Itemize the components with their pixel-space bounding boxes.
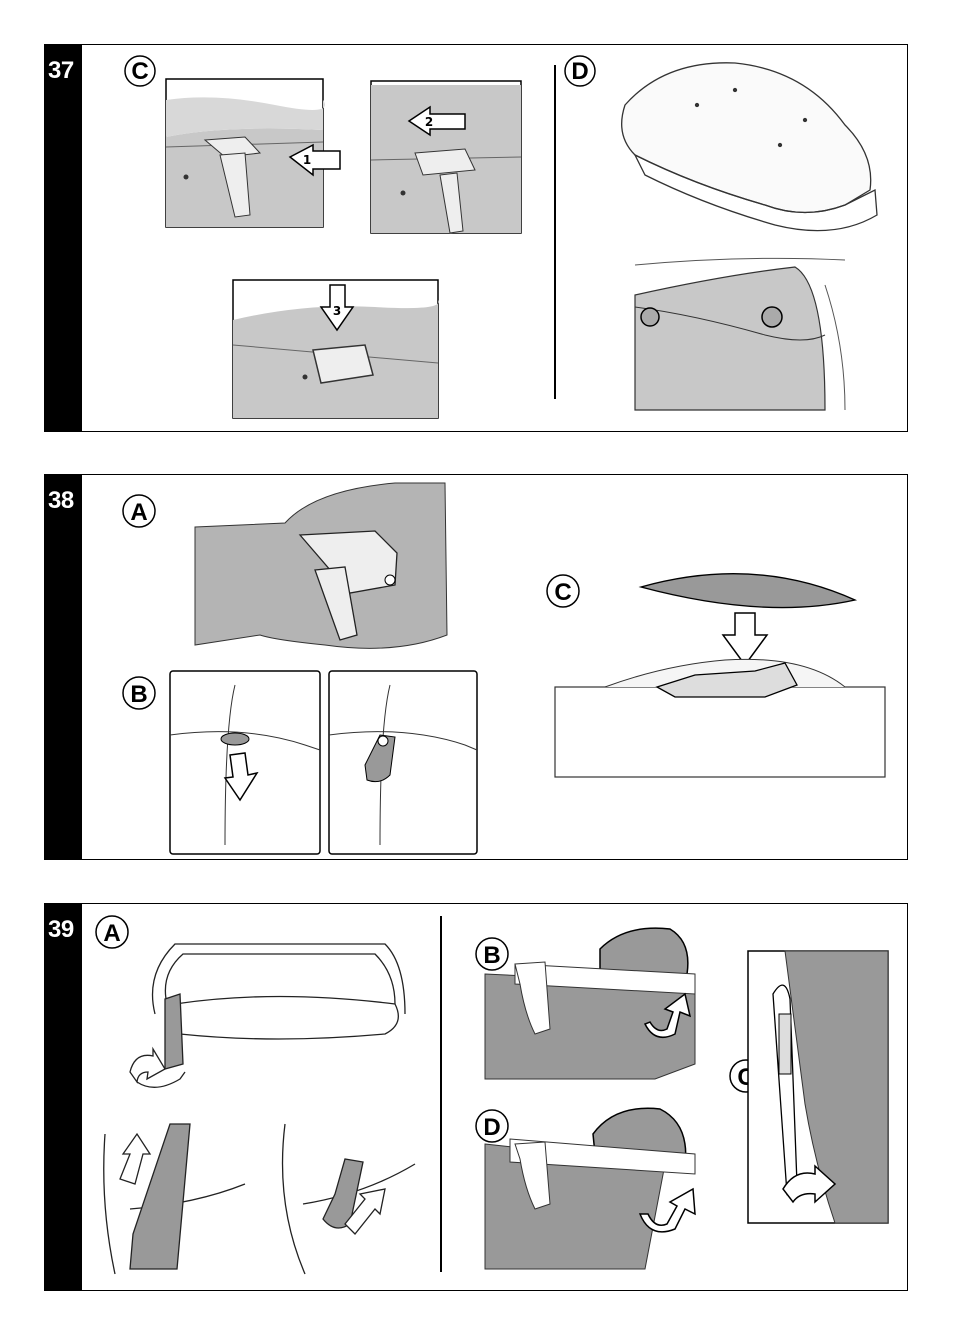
frame-a-top: [130, 944, 405, 1087]
frame-a: [195, 483, 447, 648]
frame-d: [485, 1108, 695, 1269]
label-b: B: [483, 942, 500, 969]
label-b: B: [130, 681, 147, 708]
arrow-number: 1: [303, 153, 311, 167]
label-a: A: [103, 920, 120, 947]
frame-b2: [329, 671, 477, 854]
frame-b: [485, 928, 695, 1079]
frame-c2: 2: [371, 81, 521, 233]
arrow-number: 3: [333, 304, 341, 318]
frame-b1: [170, 671, 320, 854]
arrow-icon: [723, 613, 767, 665]
label-c: C: [131, 58, 148, 85]
frame-a-bottom-left: [104, 1124, 245, 1274]
step-39-illustration: A B: [45, 904, 909, 1292]
seat-illustration: [635, 258, 845, 410]
step-38-illustration: A B C: [45, 475, 909, 861]
step-38-panel: 38 A B C: [44, 474, 908, 860]
label-c: C: [554, 579, 571, 606]
step-37-panel: 37 C 1 2: [44, 44, 908, 432]
label-d: D: [483, 1114, 500, 1141]
frame-a-bottom-right: [283, 1124, 416, 1274]
cushion-illustration: [622, 63, 877, 231]
frame-c: [555, 574, 885, 777]
frame-c: [748, 951, 888, 1223]
label-d: D: [571, 58, 588, 85]
step-37-illustration: C 1 2: [45, 45, 909, 433]
step-39-panel: 39 A B: [44, 903, 908, 1291]
frame-c3: 3: [233, 280, 439, 418]
arrow-number: 2: [425, 115, 433, 129]
label-a: A: [130, 499, 147, 526]
frame-c1: 1: [166, 79, 340, 227]
